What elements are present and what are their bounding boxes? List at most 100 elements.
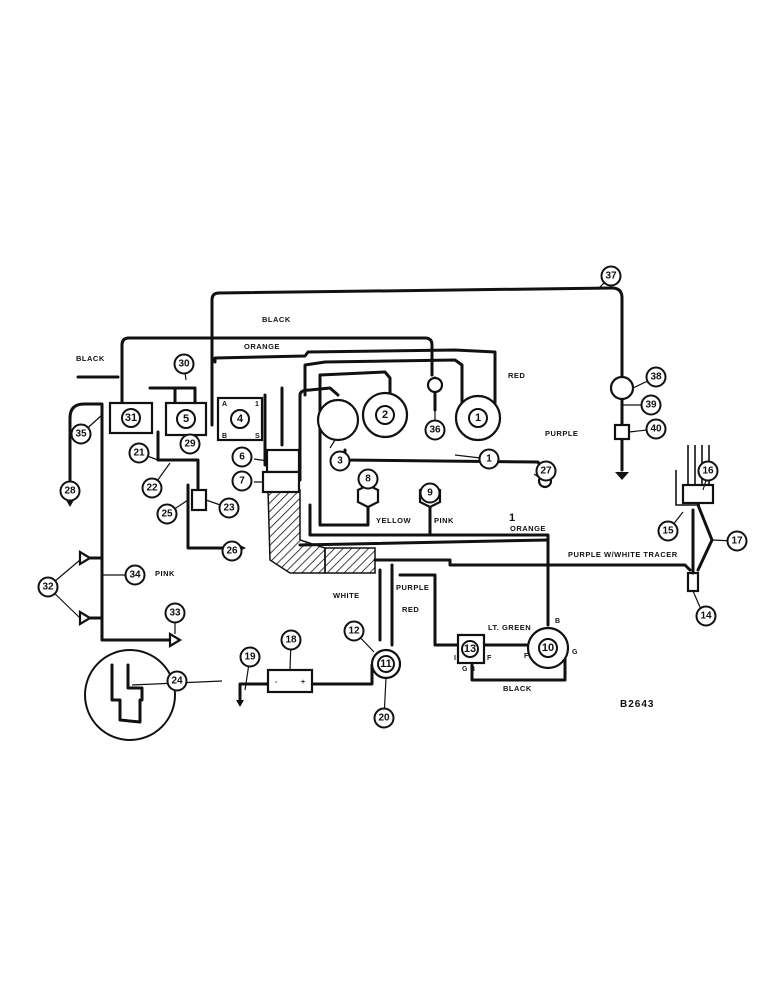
callout-16: 16	[697, 460, 719, 482]
callout-38: 38	[645, 366, 667, 388]
callout-28: 28	[59, 480, 81, 502]
label-yellow: YELLOW	[376, 516, 412, 525]
callout-19: 19	[239, 646, 261, 668]
callout-19-number: 19	[244, 652, 256, 663]
component-38-sender	[609, 375, 635, 401]
component-31-circle	[121, 408, 141, 428]
component-5-circle	[176, 409, 196, 429]
component-23-fuse	[190, 488, 208, 512]
callout-7: 7	[231, 470, 253, 492]
callout-12: 12	[343, 620, 365, 642]
component-32-horn-upper	[78, 550, 93, 566]
callout-32: 32	[37, 576, 59, 598]
callout-3: 3	[329, 450, 351, 472]
callout-24: 24	[166, 670, 188, 692]
callout-26: 26	[221, 540, 243, 562]
wire-black-top-loop	[210, 286, 624, 427]
label-orange-top: ORANGE	[244, 342, 280, 351]
callout-6: 6	[231, 446, 253, 468]
component-11-number: 11	[380, 658, 392, 670]
label-purple-low: PURPLE	[396, 583, 429, 592]
component-6-switch	[265, 448, 301, 474]
component-4-circle	[230, 409, 250, 429]
callout-1-circle	[478, 448, 500, 470]
component-8-sender	[356, 483, 380, 509]
wire-orange-bus	[213, 348, 497, 412]
callout-17: 17	[726, 530, 748, 552]
label-red-low: RED	[402, 605, 419, 614]
callout-19-circle	[239, 646, 261, 668]
component-16-distributor	[681, 483, 715, 505]
label-red: RED	[508, 371, 525, 380]
callout-37-number: 37	[605, 271, 617, 282]
ground-symbol-40	[615, 472, 629, 480]
callout-15-circle	[657, 520, 679, 542]
terminal-reg-i: I	[454, 655, 456, 662]
callout-24-circle	[166, 670, 188, 692]
component-2-number: 2	[382, 409, 388, 421]
wire-28	[68, 402, 104, 502]
component-2-circle	[375, 405, 395, 425]
callout-25-number: 25	[161, 509, 173, 520]
callout-1: 1	[478, 448, 500, 470]
callout-35-number: 35	[75, 429, 87, 440]
callout-38-number: 38	[650, 372, 662, 383]
label-purple-tracer: PURPLE W/WHITE TRACER	[568, 550, 678, 559]
callout-23: 23	[218, 497, 240, 519]
component-1-circle	[468, 408, 488, 428]
wire-orange-to-10	[428, 533, 550, 627]
callout-27: 27	[535, 460, 557, 482]
callout-36-circle	[424, 419, 446, 441]
callout-34-number: 34	[129, 570, 141, 581]
component-11-circle	[377, 655, 395, 673]
wire-battery	[238, 663, 374, 702]
component-4-number: 4	[237, 413, 244, 425]
callout-27-circle	[535, 460, 557, 482]
drawing-code: B2643	[620, 699, 654, 710]
callout-29: 29	[179, 433, 201, 455]
label-black-low: BLACK	[503, 684, 532, 693]
callout-23-number: 23	[223, 503, 235, 514]
component-13-circle	[461, 640, 479, 658]
component-10-number: 10	[542, 642, 554, 654]
callout-22: 22	[141, 477, 163, 499]
component-10-circle	[538, 638, 558, 658]
callout-8-circle	[357, 468, 379, 490]
wire-black-bus	[120, 336, 434, 382]
callout-27-number: 27	[540, 466, 552, 477]
callout-7-number: 7	[239, 476, 245, 487]
callout-22-number: 22	[146, 483, 158, 494]
callout-9-number: 9	[427, 488, 433, 499]
component-33-lamp	[168, 632, 183, 648]
callout-9-circle	[419, 482, 441, 504]
callout-9: 9	[419, 482, 441, 504]
label-lt-green: LT. GREEN	[488, 623, 531, 632]
callout-30-number: 30	[178, 359, 190, 370]
battery-positive: +	[301, 679, 305, 686]
callout-26-circle	[221, 540, 243, 562]
callout-18-circle	[280, 629, 302, 651]
callout-14: 14	[695, 605, 717, 627]
callout-25: 25	[156, 503, 178, 525]
wire-coil-16	[691, 503, 714, 575]
callout-18: 18	[280, 629, 302, 651]
component-7-switch	[261, 470, 301, 494]
callout-8-number: 8	[365, 474, 371, 485]
component-32-horn-lower	[78, 610, 93, 626]
battery-negative: -	[275, 679, 278, 686]
terminal-reg-g: G	[462, 666, 468, 673]
terminal-gen-f: F	[524, 653, 529, 660]
label-pink-mid: PINK	[434, 516, 454, 525]
callout-14-circle	[695, 605, 717, 627]
terminal-reg-f: F	[487, 655, 492, 662]
callout-20: 20	[373, 707, 395, 729]
callout-32-number: 32	[42, 582, 54, 593]
terminal-1: 1	[255, 401, 259, 408]
callout-8: 8	[357, 468, 379, 490]
callout-39-number: 39	[645, 400, 657, 411]
callout-40-number: 40	[650, 424, 662, 435]
callout-21-circle	[128, 442, 150, 464]
wire-pink	[308, 496, 432, 537]
callout-32-circle	[37, 576, 59, 598]
callout-38-circle	[645, 366, 667, 388]
